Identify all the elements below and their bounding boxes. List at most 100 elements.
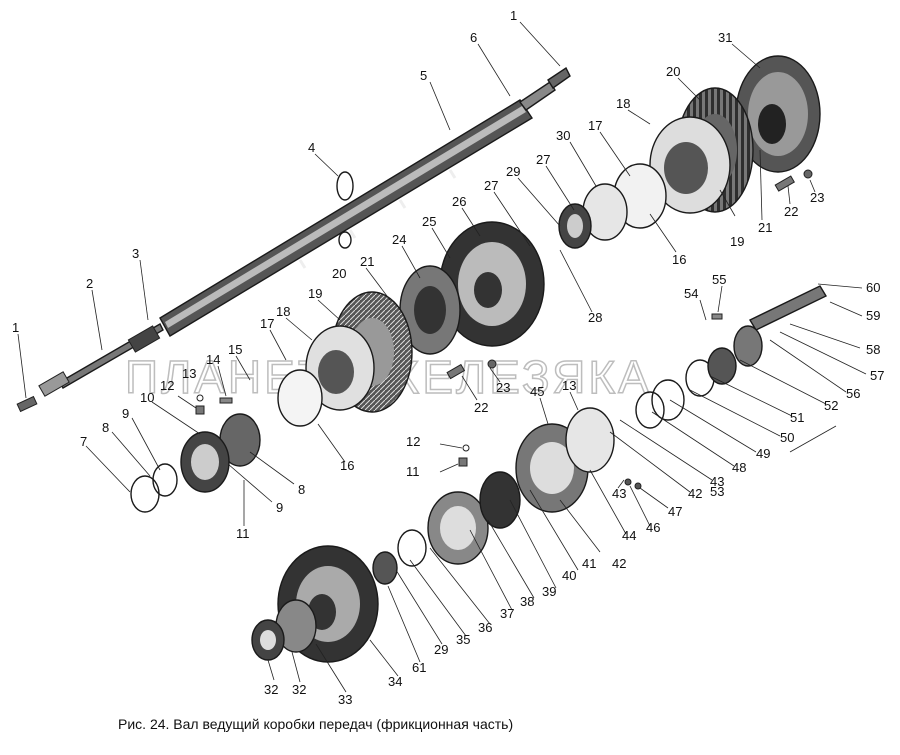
callout: 45 <box>530 384 544 399</box>
callout: 50 <box>780 430 794 445</box>
callout: 15 <box>228 342 242 357</box>
pin-55 <box>711 313 723 320</box>
callout: 25 <box>422 214 436 229</box>
callout: 56 <box>846 386 860 401</box>
callout: 9 <box>122 406 129 421</box>
spring-12-lower <box>458 457 468 467</box>
ring-7 <box>130 475 160 513</box>
ball-46 <box>624 478 632 486</box>
callout: 24 <box>392 232 406 247</box>
callout: 31 <box>718 30 732 45</box>
callout: 44 <box>622 528 636 543</box>
callout: 53 <box>710 484 724 499</box>
hub-56 <box>733 325 763 367</box>
callout: 20 <box>332 266 346 281</box>
callout: 11 <box>236 526 250 541</box>
nut-23-upper <box>803 169 813 179</box>
callout: 13 <box>562 378 576 393</box>
callout: 54 <box>684 286 698 301</box>
callout: 17 <box>260 316 274 331</box>
upper-assembly <box>130 55 821 513</box>
callout: 42 <box>612 556 626 571</box>
callout: 28 <box>588 310 602 325</box>
inner-shaft <box>38 323 164 397</box>
snap-ring-4 <box>336 171 354 201</box>
callout: 47 <box>668 504 682 519</box>
screw-22-upper <box>774 175 795 192</box>
callout-labels: 1 6 31 5 20 18 30 17 4 29 27 27 26 25 24… <box>12 8 884 707</box>
callout: 16 <box>672 252 686 267</box>
disc-17-lower <box>277 369 323 427</box>
ring-49 <box>651 379 685 421</box>
screw-22-lower <box>446 363 466 380</box>
callout: 22 <box>474 400 488 415</box>
callout: 11 <box>406 464 420 479</box>
callout: 58 <box>866 342 880 357</box>
pin-13-lower <box>462 444 470 452</box>
nut-23-lower <box>487 359 497 369</box>
callout: 23 <box>496 380 510 395</box>
leader-lines <box>17 21 816 526</box>
callout: 57 <box>870 368 884 383</box>
disc-45 <box>565 407 615 473</box>
callout: 18 <box>616 96 630 111</box>
callout: 21 <box>758 220 772 235</box>
callout: 17 <box>588 118 602 133</box>
callout: 42 <box>688 486 702 501</box>
callout: 51 <box>790 410 804 425</box>
callout: 32 <box>292 682 306 697</box>
bearing-52 <box>707 347 737 385</box>
callout: 30 <box>556 128 570 143</box>
spring-12-upper <box>195 405 205 415</box>
callout: 48 <box>732 460 746 475</box>
bolt-left <box>16 395 38 413</box>
callout: 14 <box>206 352 220 367</box>
main-shaft <box>159 99 533 337</box>
callout: 13 <box>182 366 196 381</box>
callout: 49 <box>756 446 770 461</box>
callout: 8 <box>102 420 109 435</box>
callout: 55 <box>712 272 726 287</box>
callout: 19 <box>730 234 744 249</box>
callout: 21 <box>360 254 374 269</box>
callout: 29 <box>434 642 448 657</box>
shaft-extension <box>518 66 571 111</box>
callout: 7 <box>80 434 87 449</box>
callout: 4 <box>308 140 315 155</box>
ring-50 <box>635 391 665 429</box>
bearing-29-lower <box>372 551 398 585</box>
callout: 27 <box>536 152 550 167</box>
callout: 32 <box>264 682 278 697</box>
callout: 16 <box>340 458 354 473</box>
callout: 1 <box>510 8 517 23</box>
callout: 12 <box>406 434 420 449</box>
callout: 8 <box>298 482 305 497</box>
leader-lines-lower <box>267 283 867 693</box>
callout: 59 <box>866 308 880 323</box>
callout: 3 <box>132 246 139 261</box>
output-shaft <box>749 285 827 331</box>
callout: 61 <box>412 660 426 675</box>
ball-47 <box>634 482 642 490</box>
callout: 43 <box>612 486 626 501</box>
pin-14 <box>219 397 233 404</box>
callout: 36 <box>478 620 492 635</box>
callout: 1 <box>12 320 19 335</box>
callout: 33 <box>338 692 352 707</box>
callout: 18 <box>276 304 290 319</box>
callout: 52 <box>824 398 838 413</box>
callout: 5 <box>420 68 427 83</box>
pin-13-upper <box>196 394 204 402</box>
callout: 35 <box>456 632 470 647</box>
callout: 38 <box>520 594 534 609</box>
disc-40 <box>479 471 521 529</box>
ring-8 <box>152 463 178 497</box>
callout: 20 <box>666 64 680 79</box>
callout: 23 <box>810 190 824 205</box>
callout: 29 <box>506 164 520 179</box>
callout: 27 <box>484 178 498 193</box>
snap-ring-lower <box>338 231 352 249</box>
callout: 12 <box>160 378 174 393</box>
callout: 22 <box>784 204 798 219</box>
